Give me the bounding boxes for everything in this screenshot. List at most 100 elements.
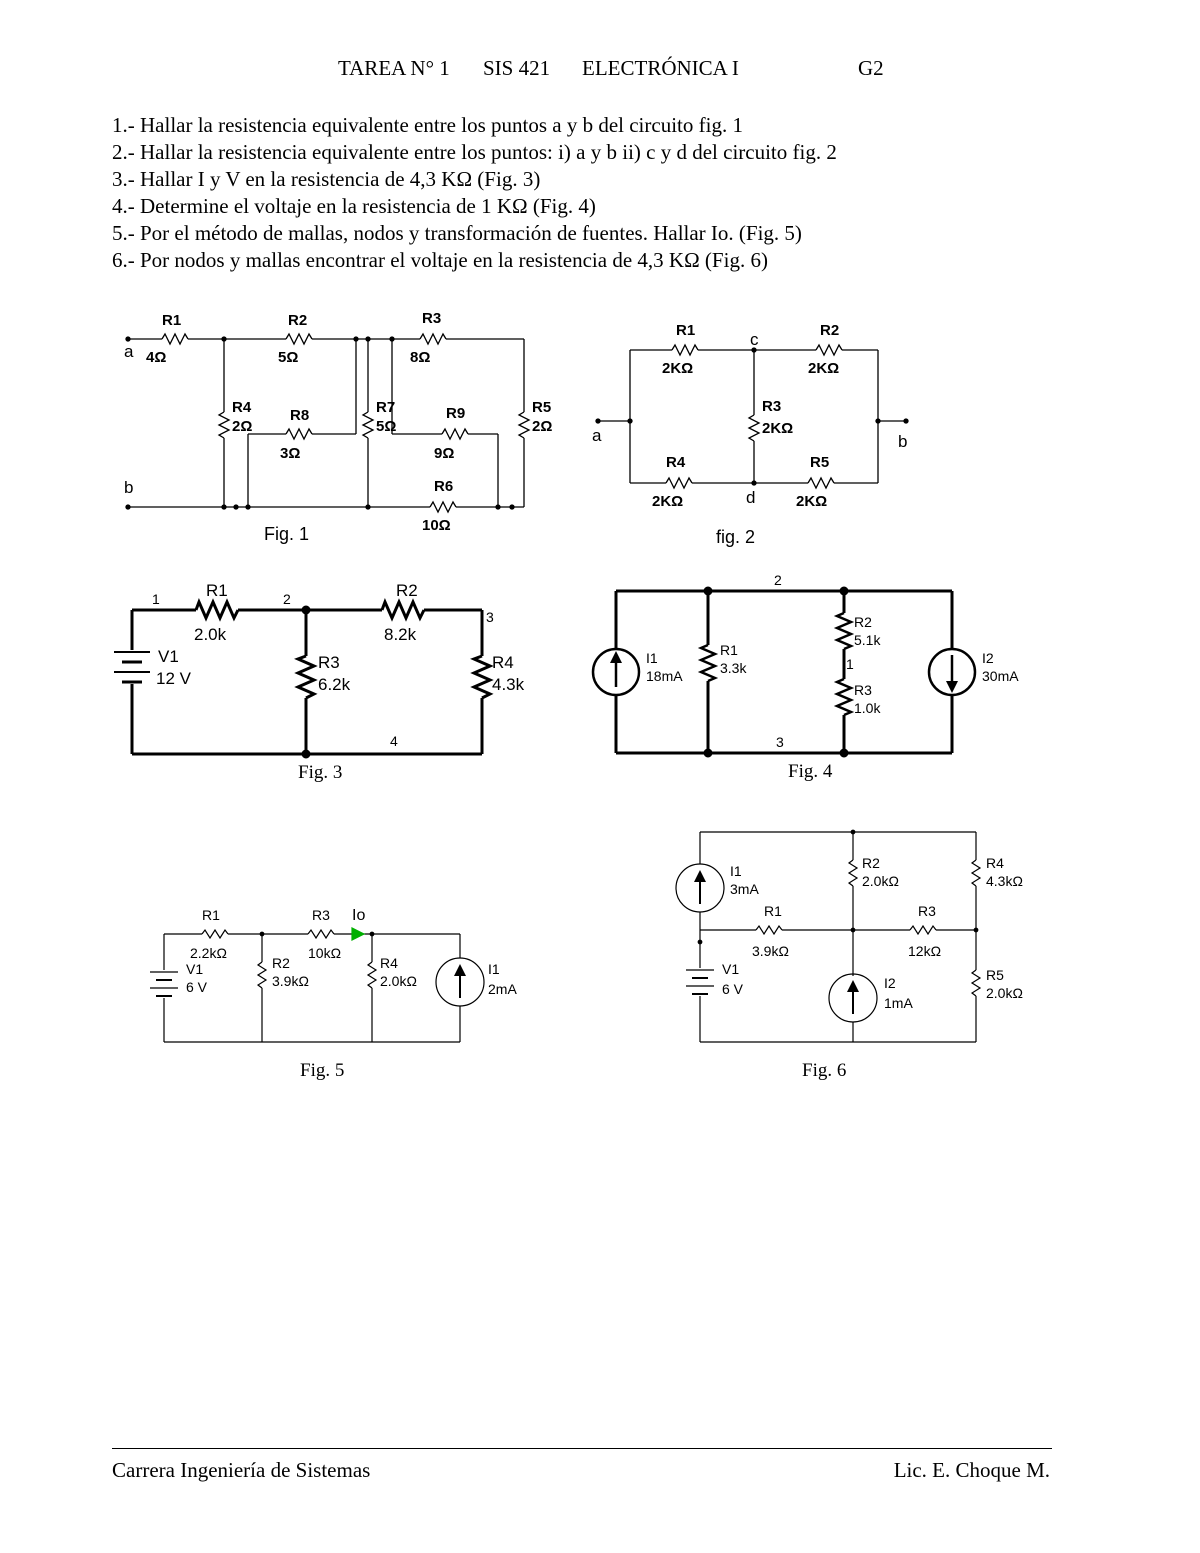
node-2-label: 2	[283, 591, 291, 607]
r1-label: R1	[720, 642, 738, 658]
r7-value: 5Ω	[376, 418, 396, 435]
circuit-diagram-1: a b R1 4Ω R2 5Ω R3 8Ω R4 2Ω R5 2Ω R6 10Ω…	[124, 310, 552, 544]
figure-2: a b c d R1 2KΩ R2 2KΩ R3 2KΩ R4 2KΩ R5 2…	[590, 315, 930, 555]
figure-2-caption: fig. 2	[716, 527, 755, 547]
task-item: 5.- Por el método de mallas, nodos y tra…	[112, 221, 802, 245]
r1-label: R1	[676, 322, 695, 339]
circuit-diagram-4: 2 1 3 I1 18mA R1 3.3k R2 5.1k R3 1.0k I2…	[591, 572, 1019, 782]
r1-value: 2KΩ	[662, 360, 693, 377]
r5-value: 2KΩ	[796, 493, 827, 510]
v1-label: V1	[722, 961, 739, 977]
r3-label: R3	[312, 907, 330, 923]
r8-label: R8	[290, 407, 309, 424]
r8-value: 3Ω	[280, 445, 300, 462]
node-1-label: 1	[846, 656, 854, 672]
r2-value: 8.2k	[384, 625, 417, 644]
node-b-label: b	[898, 432, 907, 451]
r3-value: 12kΩ	[908, 943, 941, 959]
footer-divider	[112, 1448, 1052, 1449]
circuit-diagram-3: 1 2 3 4 R1 2.0k R2 8.2k R3 6.2k R4 4.3k …	[114, 581, 525, 783]
r4-label: R4	[986, 855, 1004, 871]
header-tarea: TAREA N° 1	[338, 56, 450, 80]
i1-value: 3mA	[730, 881, 759, 897]
r6-value: 10Ω	[422, 517, 451, 534]
r4-label: R4	[232, 399, 252, 416]
r7-label: R7	[376, 399, 395, 416]
r4-value: 2KΩ	[652, 493, 683, 510]
r3-label: R3	[422, 310, 441, 327]
figure-6: I1 3mA R1 3.9kΩ R2 2.0kΩ R3 12kΩ R4 4.3k…	[660, 820, 1040, 1081]
r1-label: R1	[202, 907, 220, 923]
i1-value: 18mA	[646, 668, 683, 684]
r4-value: 2.0kΩ	[380, 973, 417, 989]
r2-value: 5Ω	[278, 349, 298, 366]
figure-1: a b R1 4Ω R2 5Ω R3 8Ω R4 2Ω R5 2Ω R6 10Ω…	[100, 300, 560, 550]
node-4-label: 4	[390, 733, 398, 749]
figure-5: R1 2.2kΩ V1 6 V R2 3.9kΩ R3 10kΩ Io R4 2…	[140, 900, 540, 1090]
v1-label: V1	[158, 647, 179, 666]
figure-3-caption: Fig. 3	[298, 762, 342, 783]
r3-label: R3	[762, 398, 781, 415]
r2-value: 2KΩ	[808, 360, 839, 377]
figure-4: 2 1 3 I1 18mA R1 3.3k R2 5.1k R3 1.0k I2…	[580, 572, 1040, 790]
r3-value: 6.2k	[318, 675, 351, 694]
r1-value: 3.3k	[720, 660, 747, 676]
r2-label: R2	[288, 312, 307, 329]
r1-value: 2.0k	[194, 625, 227, 644]
r5-value: 2.0kΩ	[986, 985, 1023, 1001]
r3-value: 8Ω	[410, 349, 430, 366]
figure-3: 1 2 3 4 R1 2.0k R2 8.2k R3 6.2k R4 4.3k …	[100, 580, 540, 790]
r6-label: R6	[434, 478, 453, 495]
i2-value: 1mA	[884, 995, 913, 1011]
node-1-label: 1	[152, 591, 160, 607]
node-a-label: a	[124, 342, 134, 361]
r2-value: 5.1k	[854, 632, 881, 648]
r2-label: R2	[820, 322, 839, 339]
v1-label: V1	[186, 961, 203, 977]
r2-label: R2	[862, 855, 880, 871]
r3-label: R3	[918, 903, 936, 919]
v1-value: 12 V	[156, 669, 192, 688]
r9-label: R9	[446, 405, 465, 422]
r3-label: R3	[318, 653, 340, 672]
task-item: 6.- Por nodos y mallas encontrar el volt…	[112, 248, 768, 272]
r4-value: 2Ω	[232, 418, 252, 435]
node-3-label: 3	[486, 609, 494, 625]
task-item: 3.- Hallar I y V en la resistencia de 4,…	[112, 167, 541, 191]
i1-label: I1	[730, 863, 742, 879]
task-item: 2.- Hallar la resistencia equivalente en…	[112, 140, 837, 164]
r2-label: R2	[854, 614, 872, 630]
r3-value: 1.0k	[854, 700, 881, 716]
r5-value: 2Ω	[532, 418, 552, 435]
page-header: TAREA N° 1 SIS 421 ELECTRÓNICA I G2	[0, 56, 1200, 86]
node-c-label: c	[750, 330, 759, 349]
v1-value: 6 V	[186, 979, 208, 995]
r3-label: R3	[854, 682, 872, 698]
node-a-label: a	[592, 426, 602, 445]
r2-value: 2.0kΩ	[862, 873, 899, 889]
circuit-diagram-5: R1 2.2kΩ V1 6 V R2 3.9kΩ R3 10kΩ Io R4 2…	[150, 907, 517, 1081]
r5-label: R5	[532, 399, 551, 416]
r1-label: R1	[764, 903, 782, 919]
footer-program: Carrera Ingeniería de Sistemas	[112, 1458, 371, 1482]
task-item: 4.- Determine el voltaje en la resistenc…	[112, 194, 596, 218]
i2-label: I2	[884, 975, 896, 991]
r1-label: R1	[206, 581, 228, 600]
r4-value: 4.3k	[492, 675, 525, 694]
r2-value: 3.9kΩ	[272, 973, 309, 989]
node-2-label: 2	[774, 572, 782, 588]
v1-value: 6 V	[722, 981, 744, 997]
r3-value: 2KΩ	[762, 420, 793, 437]
r2-label: R2	[396, 581, 418, 600]
r1-value: 2.2kΩ	[190, 945, 227, 961]
figure-4-caption: Fig. 4	[788, 761, 833, 782]
task-item: 1.- Hallar la resistencia equivalente en…	[112, 113, 743, 137]
io-label: Io	[352, 907, 365, 924]
header-course-name: ELECTRÓNICA I	[582, 56, 739, 80]
r1-label: R1	[162, 312, 181, 329]
i2-label: I2	[982, 650, 994, 666]
i1-label: I1	[488, 961, 500, 977]
r1-value: 3.9kΩ	[752, 943, 789, 959]
footer-author: Lic. E. Choque M.	[893, 1458, 1050, 1482]
r5-label: R5	[986, 967, 1004, 983]
